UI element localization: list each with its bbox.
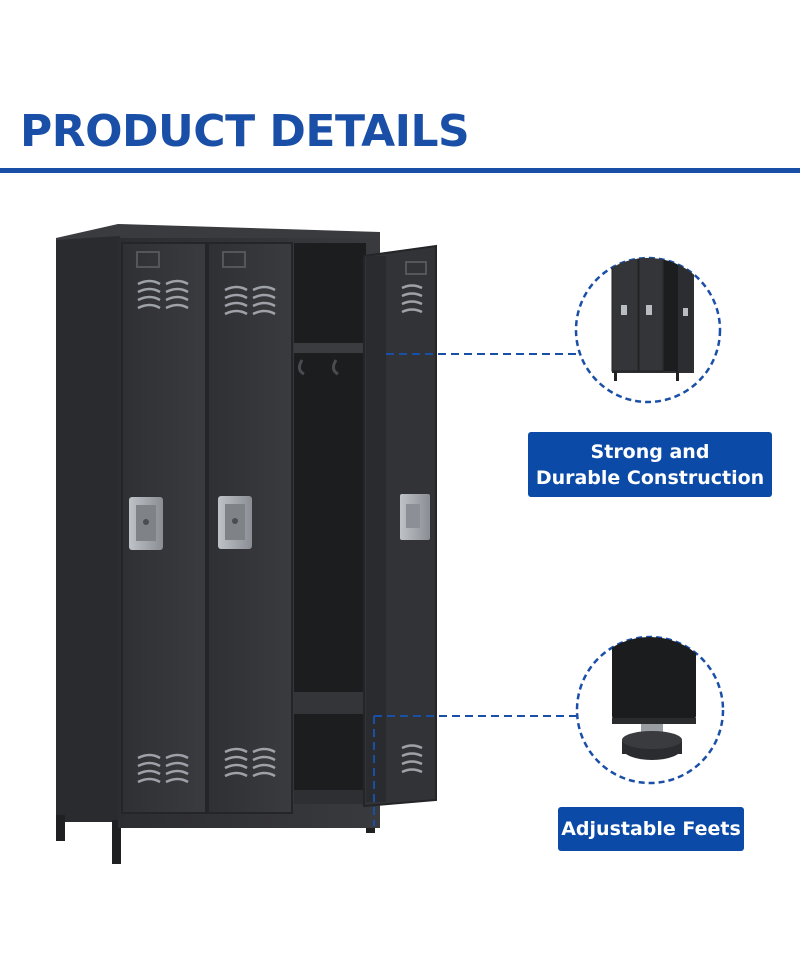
locker-cabinet-icon xyxy=(56,224,437,864)
construction-callout: Strong and Durable Construction xyxy=(528,432,772,497)
callout-line: Durable Construction xyxy=(535,466,765,489)
adjustable-foot-icon xyxy=(612,637,696,760)
callout-line: Strong and xyxy=(590,440,710,463)
door-handle-icon xyxy=(218,496,252,549)
detail-circle-feet xyxy=(575,635,725,785)
callout-line: Adjustable Feets xyxy=(561,818,741,840)
page-title: PRODUCT DETAILS xyxy=(20,106,470,157)
detail-circle-construction xyxy=(574,256,722,404)
latch-icon xyxy=(400,494,430,540)
mini-locker-icon xyxy=(611,258,694,381)
feet-callout: Adjustable Feets xyxy=(558,807,744,851)
door-handle-icon xyxy=(129,497,163,550)
connector-lines xyxy=(373,353,576,826)
title-divider xyxy=(0,168,800,173)
